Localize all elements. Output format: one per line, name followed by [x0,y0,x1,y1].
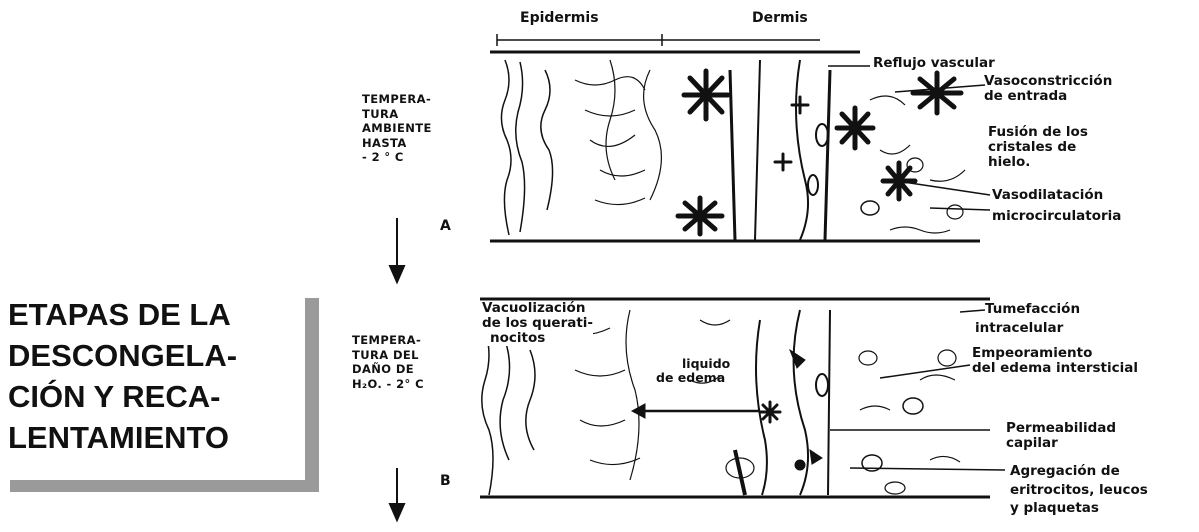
stage-a-panel [490,52,990,241]
annotation-line: Agregación de [1010,464,1148,479]
annotation-vasoconstriccion: Vasoconstricción de entrada [984,74,1112,104]
title-line: LENTAMIENTO [8,417,308,458]
annotation-line: Fusión de los [988,125,1088,140]
annotation-empeoramiento: Empeoramiento del edema intersticial [972,346,1138,376]
stage-b-letter: B [440,473,451,489]
annotation-line: Vasoconstricción [984,74,1112,89]
stage-b-temp-line: H₂O. - 2° C [352,377,424,392]
annotation-line: de entrada [984,89,1112,104]
annotation-line: Vacuolización [482,301,593,316]
ice-crystal-icons [678,71,961,234]
title-line: CIÓN Y RECA- [8,376,308,417]
dermis-header: Dermis [752,10,808,26]
annotation-line: de los querati- [482,316,593,331]
annotation-reflujo-vascular: Reflujo vascular [873,56,995,71]
annotation-line: de edema [650,371,730,385]
annotation-line: del edema intersticial [972,361,1138,376]
annotation-line: eritrocitos, leucos [1010,483,1148,498]
annotation-line: y plaquetas [1010,501,1148,516]
annotation-line: Empeoramiento [972,346,1138,361]
epidermis-header: Epidermis [520,10,599,26]
stage-b-temp-line: TEMPERA- [352,333,424,348]
annotation-line: cristales de [988,140,1088,155]
annotation-line: microcirculatoria [992,209,1121,224]
annotation-vasodilatacion: Vasodilatación microcirculatoria [992,188,1121,224]
stage-a-temp-line: - 2 ° C [362,150,432,165]
annotation-tumefaccion: Tumefacción intracelular [985,302,1080,336]
stage-a-temp-line: TURA [362,107,432,122]
diagram-title: ETAPAS DE LA DESCONGELA- CIÓN Y RECA- LE… [8,294,308,458]
stage-a-temp-line: AMBIENTE [362,121,432,136]
annotation-liquido-edema: liquido de edema [650,357,730,385]
stage-b-temp-line: TURA DEL [352,348,424,363]
annotation-fusion-cristales: Fusión de los cristales de hielo. [988,125,1088,170]
ice-crystal-icons-b [760,402,780,422]
annotation-line: liquido [650,357,730,371]
annotation-line: Vasodilatación [992,188,1121,203]
annotation-line: Permeabilidad [1006,421,1116,436]
stage-a-temp-line: TEMPERA- [362,92,432,107]
stage-a-letter: A [440,218,451,234]
stage-a-temp-line: HASTA [362,136,432,151]
annotation-permeabilidad: Permeabilidad capilar [1006,421,1116,451]
stage-b-temperature-label: TEMPERA- TURA DEL DAÑO DE H₂O. - 2° C [352,333,424,391]
title-line: DESCONGELA- [8,335,308,376]
annotation-line: Tumefacción [985,302,1080,317]
stage-b-temp-line: DAÑO DE [352,362,424,377]
stage-a-temperature-label: TEMPERA- TURA AMBIENTE HASTA - 2 ° C [362,92,432,165]
annotation-line: intracelular [975,321,1080,336]
title-shadow [10,480,319,492]
layer-bracket [497,34,820,46]
title-line: ETAPAS DE LA [8,294,308,335]
annotation-line: capilar [1006,436,1116,451]
annotation-line: nocitos [482,331,593,346]
annotation-vacuolizacion: Vacuolización de los querati- nocitos [482,301,593,346]
annotation-agregacion: Agregación de eritrocitos, leucos y plaq… [1010,464,1148,516]
annotation-line: hielo. [988,155,1088,170]
